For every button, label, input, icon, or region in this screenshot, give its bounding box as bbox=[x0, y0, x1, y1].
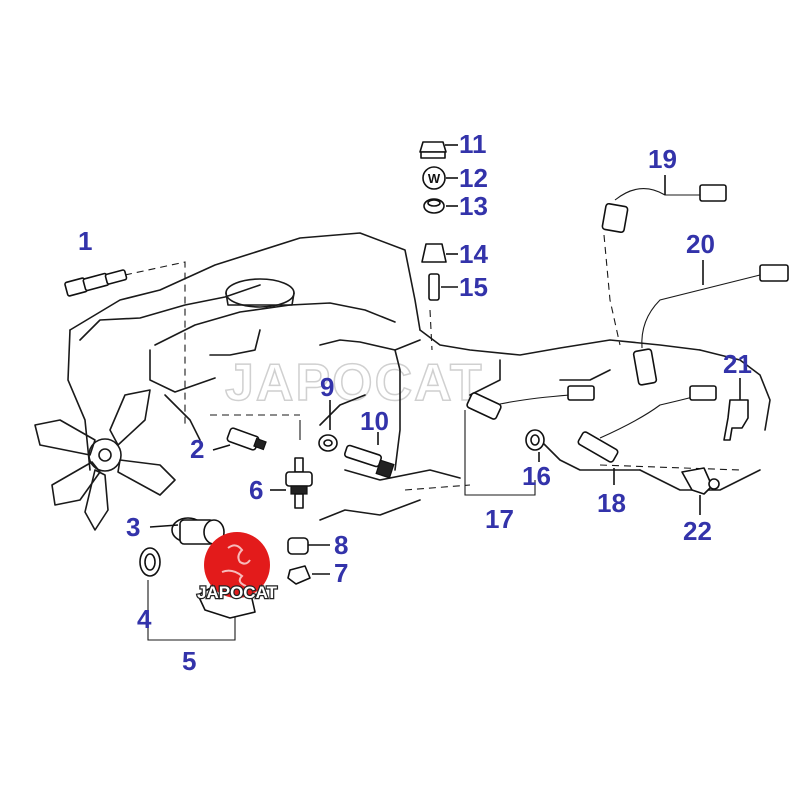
part-18-sensor bbox=[577, 385, 717, 463]
callout-5: 5 bbox=[182, 646, 196, 676]
part-11-nut bbox=[419, 141, 447, 159]
part-6-switch bbox=[285, 457, 313, 509]
part-12-washer: W bbox=[422, 166, 446, 190]
callout-4: 4 bbox=[137, 604, 152, 634]
part-1-sensor bbox=[64, 269, 128, 297]
part-3-sensor bbox=[171, 517, 225, 545]
part-10-sensor bbox=[344, 444, 395, 479]
part-13-collar bbox=[423, 198, 445, 214]
callout-18: 18 bbox=[597, 488, 626, 518]
japocat-logo: JAPOCAT bbox=[196, 532, 279, 603]
part-8-cap bbox=[287, 537, 309, 555]
part-17-sensor bbox=[466, 385, 595, 420]
callout-21: 21 bbox=[723, 349, 752, 379]
cooling-fan bbox=[34, 389, 176, 531]
logo-circle bbox=[204, 532, 270, 598]
part-19-sensor bbox=[601, 184, 727, 234]
callout-16: 16 bbox=[522, 461, 551, 491]
part-20-sensor bbox=[632, 264, 789, 386]
callout-13: 13 bbox=[459, 191, 488, 221]
callout-17: 17 bbox=[485, 504, 514, 534]
part-16-washer bbox=[525, 429, 545, 451]
callout-1: 1 bbox=[78, 226, 92, 256]
callout-9: 9 bbox=[320, 372, 334, 402]
part-9-washer bbox=[318, 434, 338, 452]
callout-6: 6 bbox=[249, 475, 263, 505]
callout-3: 3 bbox=[126, 512, 140, 542]
callout-leaders bbox=[149, 144, 741, 575]
part-4-washer bbox=[139, 547, 161, 577]
part-15-pin bbox=[428, 273, 440, 301]
watermark-text: JAPOCAT bbox=[225, 354, 484, 412]
washer-mark: W bbox=[428, 171, 441, 186]
engine-outline bbox=[67, 232, 771, 521]
callout-14: 14 bbox=[459, 239, 488, 269]
part-22-clip bbox=[681, 467, 720, 495]
callout-12: 12 bbox=[459, 163, 488, 193]
callout-11: 11 bbox=[459, 129, 487, 159]
callout-15: 15 bbox=[459, 272, 488, 302]
callout-19: 19 bbox=[648, 144, 677, 174]
logo-text: JAPOCAT bbox=[197, 583, 278, 602]
part-14-grommet bbox=[421, 243, 447, 263]
callout-22: 22 bbox=[683, 516, 712, 546]
callout-8: 8 bbox=[334, 530, 348, 560]
callout-10: 10 bbox=[360, 406, 389, 436]
part-2-sensor bbox=[226, 427, 267, 451]
callout-7: 7 bbox=[334, 558, 348, 588]
callout-labels: 1 2 3 4 5 6 7 8 9 10 11 12 13 14 15 16 1… bbox=[78, 129, 752, 676]
part-21-bracket bbox=[723, 399, 749, 441]
callout-2: 2 bbox=[190, 434, 204, 464]
callout-20: 20 bbox=[686, 229, 715, 259]
part-7-nut bbox=[287, 565, 311, 585]
